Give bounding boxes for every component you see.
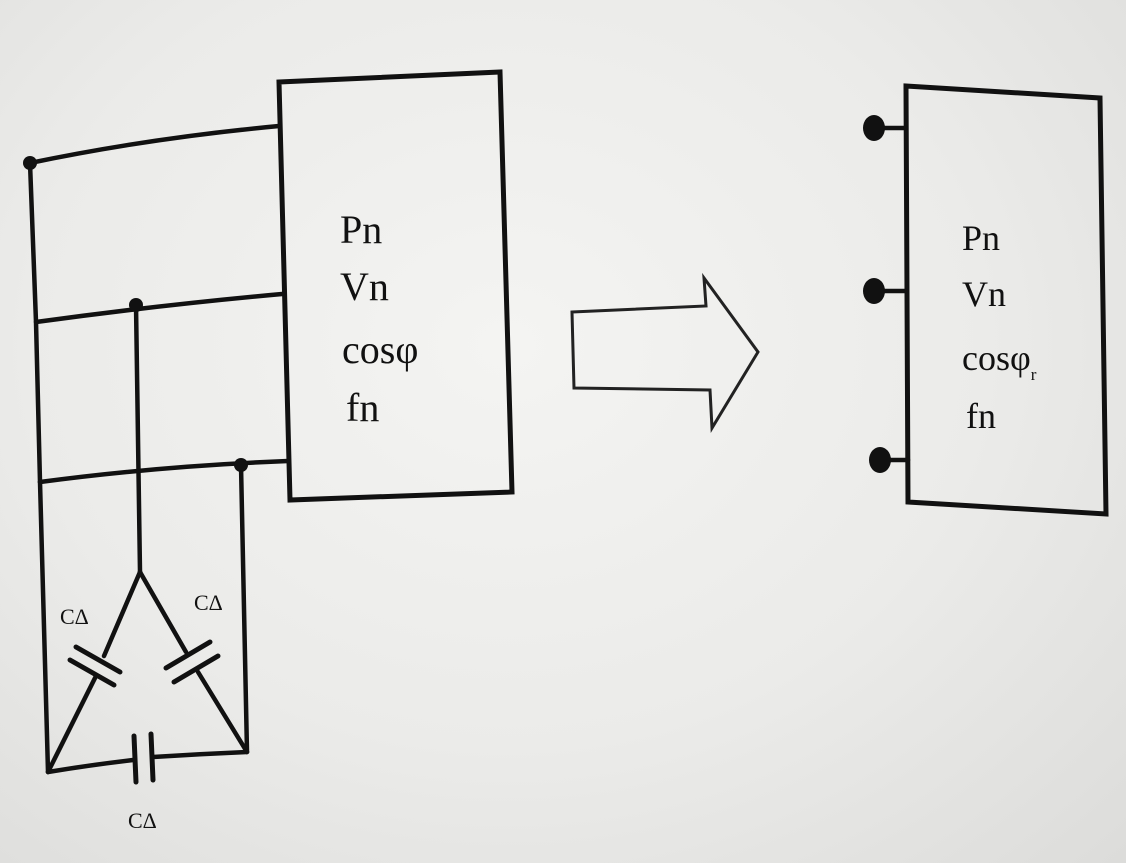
delta-right-leg-lower (195, 669, 250, 755)
delta-right-leg-upper (137, 569, 189, 655)
capacitor-left-label: CΔ (60, 604, 89, 629)
phase-line-top (27, 123, 282, 166)
capacitor-bottom-label: CΔ (128, 808, 157, 833)
phase-line-bottom (37, 458, 291, 485)
junction-dots (23, 156, 248, 472)
capacitor-bottom-plate-a (131, 733, 139, 785)
delta-left-leg-lower (45, 673, 99, 775)
left-vertical-bus (27, 160, 43, 485)
junction-dot-top (23, 156, 37, 170)
delta-capacitor-bank: CΔ CΔ CΔ (45, 569, 250, 833)
right-label-fn: fn (966, 396, 996, 436)
junction-dot-bottom (234, 458, 248, 472)
delta-left-leg-upper (101, 569, 143, 659)
right-motor-block: Pn Vn cosφr fn (863, 83, 1109, 517)
transform-arrow (570, 272, 760, 433)
capacitor-left-plate-b (67, 657, 117, 688)
right-label-cosphi-r: cosφr (962, 338, 1037, 384)
left-label-fn: fn (346, 385, 379, 430)
terminal-top (863, 115, 885, 141)
left-label-cosphi: cosφ (342, 327, 418, 372)
capacitor-left-plate-a (73, 644, 123, 675)
delta-bottom-leg-left (45, 757, 136, 775)
left-motor-block: Pn Vn cosφ fn (276, 69, 515, 503)
right-label-pn: Pn (962, 218, 1000, 258)
supply-wires (27, 123, 291, 775)
capacitor-right-plate-b (171, 653, 221, 685)
terminal-middle (863, 278, 885, 304)
capacitor-right-plate-a (163, 639, 213, 671)
phase-line-middle (33, 291, 285, 325)
capacitor-right-label: CΔ (194, 590, 223, 615)
left-label-pn: Pn (340, 207, 382, 252)
terminal-bottom (869, 447, 891, 473)
left-label-vn: Vn (340, 264, 389, 309)
junction-dot-middle (129, 298, 143, 312)
delta-bottom-leg-right (150, 749, 250, 760)
drop-to-delta-left (37, 479, 51, 775)
right-motor-box (903, 83, 1109, 517)
right-label-vn: Vn (962, 274, 1006, 314)
left-motor-box (276, 69, 515, 503)
drop-to-delta-apex (133, 302, 143, 575)
right-label-cosphi-subscript: r (1031, 365, 1037, 384)
capacitor-bottom-plate-b (148, 731, 156, 783)
drop-to-delta-right (238, 462, 250, 755)
right-label-cosphi-main: cosφ (962, 338, 1031, 378)
